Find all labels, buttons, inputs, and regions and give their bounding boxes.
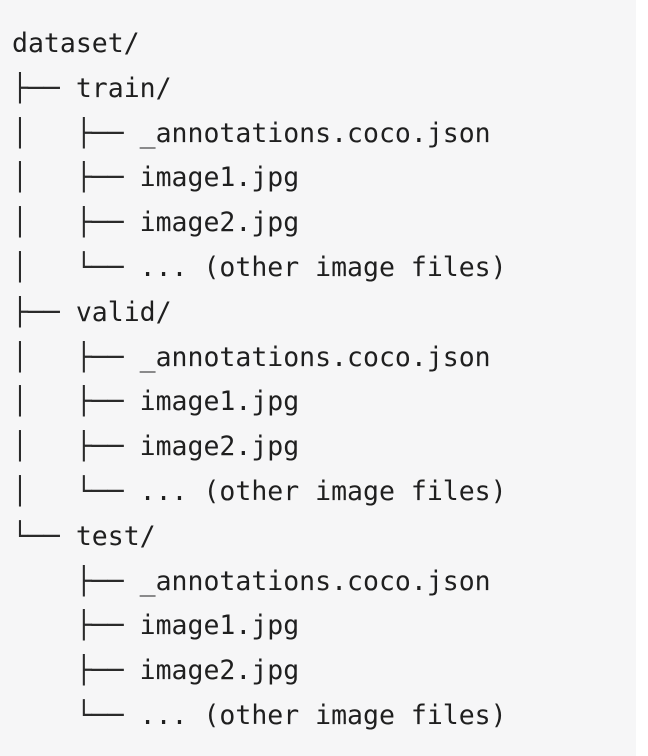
tree-line-root: dataset/ [12, 22, 507, 67]
tree-guide: │ ├── [12, 431, 140, 463]
tree-line: ├── valid/ [12, 291, 507, 336]
tree-line: │ ├── image1.jpg [12, 380, 507, 425]
tree-guide: │ ├── [12, 207, 140, 239]
folder-name-dataset: dataset/ [12, 28, 140, 59]
tree-line: │ ├── image2.jpg [12, 201, 507, 246]
tree-guide: └── [12, 699, 140, 731]
tree-guide: ├── [12, 610, 140, 642]
file-name: _annotations.coco.json [139, 117, 491, 149]
tree-line: │ ├── image1.jpg [12, 156, 507, 201]
tree-line: │ ├── image2.jpg [12, 425, 507, 470]
file-name: image2.jpg [139, 655, 300, 687]
file-name: image1.jpg [139, 386, 300, 418]
tree-guide: ├── [12, 72, 76, 104]
directory-tree: dataset/├── train/│ ├── _annotations.coc… [12, 22, 507, 739]
tree-line: ├── image1.jpg [12, 604, 507, 649]
tree-guide: │ ├── [12, 386, 140, 418]
tree-line: └── ... (other image files) [12, 694, 507, 739]
file-name: image2.jpg [139, 207, 300, 239]
tree-guide: ├── [12, 565, 140, 597]
tree-guide: │ ├── [12, 117, 140, 149]
tree-line: └── test/ [12, 515, 507, 560]
file-name: image1.jpg [139, 610, 300, 642]
tree-line: ├── image2.jpg [12, 649, 507, 694]
folder-name-valid: valid/ [75, 296, 172, 328]
folder-name-train: train/ [75, 72, 172, 104]
page-margin [636, 0, 648, 756]
tree-guide: │ ├── [12, 162, 140, 194]
tree-line: ├── train/ [12, 67, 507, 112]
file-name: ... (other image files) [139, 251, 507, 283]
file-name: ... (other image files) [139, 699, 507, 731]
file-name: image2.jpg [139, 431, 300, 463]
tree-line: ├── _annotations.coco.json [12, 560, 507, 605]
folder-name-test: test/ [75, 520, 156, 552]
tree-guide: │ └── [12, 475, 140, 507]
tree-line: │ ├── _annotations.coco.json [12, 112, 507, 157]
tree-guide: ├── [12, 296, 76, 328]
file-name: ... (other image files) [139, 475, 507, 507]
file-name: image1.jpg [139, 162, 300, 194]
tree-guide: │ └── [12, 251, 140, 283]
tree-line: │ └── ... (other image files) [12, 246, 507, 291]
tree-guide: │ ├── [12, 341, 140, 373]
file-name: _annotations.coco.json [139, 341, 491, 373]
tree-guide: └── [12, 520, 76, 552]
file-name: _annotations.coco.json [139, 565, 491, 597]
tree-line: │ └── ... (other image files) [12, 470, 507, 515]
tree-guide: ├── [12, 655, 140, 687]
tree-line: │ ├── _annotations.coco.json [12, 336, 507, 381]
